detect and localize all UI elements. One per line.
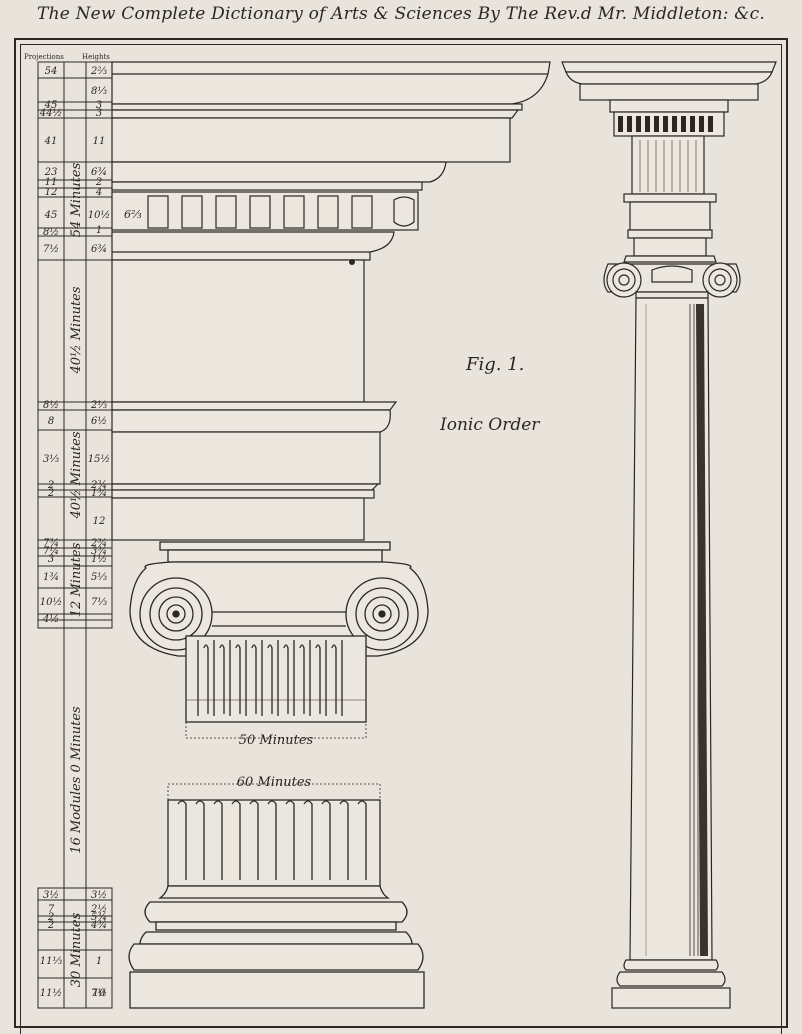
column-dentils	[618, 116, 713, 132]
label-40-minutes-top: 40½ Minutes	[69, 286, 84, 374]
ionic-base	[128, 799, 425, 1009]
projection-value: 2	[47, 480, 54, 491]
capital-flutes	[197, 640, 343, 716]
column-right-volute	[702, 262, 738, 298]
figure-label: Fig. 1.	[465, 354, 524, 375]
projection-values: 544544½41231112458½7½8½83⅓227¾7¼31¾10½4½…	[39, 66, 63, 999]
height-value: 10	[93, 988, 106, 999]
height-value: 5⅓	[91, 572, 107, 583]
width-60-dim	[167, 783, 381, 800]
projection-value: 8	[48, 416, 54, 427]
height-value: 2	[95, 177, 102, 188]
projection-value: 2	[47, 488, 54, 499]
inner-frame	[20, 44, 782, 1034]
height-value: 11	[93, 136, 106, 147]
column-left-volute	[606, 262, 642, 298]
label-60-minutes: 60 Minutes	[237, 775, 312, 790]
height-value: 12	[93, 516, 106, 527]
dentil-label: 6⅔	[124, 208, 142, 221]
ionic-capital	[129, 541, 429, 723]
height-value: 4¾	[90, 920, 107, 931]
label-12-minutes: 12 Minutes	[69, 542, 84, 617]
projection-value: 54	[45, 66, 58, 77]
projection-value: 45	[44, 210, 58, 221]
projection-value: 8½	[43, 400, 59, 411]
height-value: 8⅓	[91, 86, 107, 97]
projection-value: 3⅓	[43, 454, 59, 465]
projection-value: 4½	[42, 614, 59, 625]
label-40-minutes-mid: 40½ Minutes	[69, 431, 84, 519]
projection-value: 7	[48, 904, 55, 915]
height-value: 3¾	[91, 546, 107, 557]
order-label: Ionic Order	[439, 415, 540, 435]
height-value: 1	[96, 225, 102, 236]
entablature-labels: 6⅔	[124, 208, 142, 221]
plate-title: The New Complete Dictionary of Arts & Sc…	[37, 4, 765, 24]
height-value: 3	[96, 100, 102, 111]
height-values: 2⅔8⅓33116¾2410½16¾2⅓6½15½2¾1¾122¾3¾1½5⅓7…	[88, 66, 110, 999]
full-column	[561, 61, 777, 1009]
projection-value: 7¾	[43, 538, 59, 549]
shaft-flutes	[177, 800, 367, 880]
projection-value: 1¾	[43, 572, 59, 583]
projection-value: 11⅓	[40, 956, 63, 967]
height-value: 6½	[91, 416, 107, 427]
height-value: 2½	[90, 904, 107, 915]
projection-value: 3½	[43, 890, 59, 901]
projection-value: 8½	[43, 227, 59, 238]
projections-header: Projections	[24, 53, 64, 61]
label-54-minutes: 54 Minutes	[69, 162, 84, 237]
height-value: 1	[96, 956, 102, 967]
height-value: 3	[96, 108, 102, 119]
height-value: 2¾	[90, 538, 107, 549]
dentil-blocks	[147, 195, 373, 229]
projection-value: 7¼	[43, 546, 59, 557]
label-30-minutes: 30 Minutes	[69, 912, 84, 987]
entablature	[111, 61, 551, 541]
height-value: 7½	[91, 988, 107, 999]
width-50-dim	[185, 722, 367, 739]
height-value: 2⅓	[90, 400, 107, 411]
egg-ornament	[393, 196, 415, 227]
height-value: 6¾	[91, 167, 107, 178]
height-value: 3½	[91, 890, 107, 901]
projection-value: 23	[44, 167, 58, 178]
projection-value: 41	[44, 136, 58, 147]
projection-value: 11	[45, 177, 58, 188]
projection-value: 44½	[39, 108, 62, 119]
scale-headers: Projections Heights	[24, 53, 110, 61]
heights-header: Heights	[82, 53, 110, 61]
height-value: 15½	[88, 454, 110, 465]
vertical-minute-labels: 54 Minutes 40½ Minutes 40½ Minutes 12 Mi…	[69, 162, 84, 987]
label-50-minutes: 50 Minutes	[239, 733, 314, 748]
projection-value: 12	[45, 187, 58, 198]
height-value: 5¾	[91, 912, 107, 923]
projection-value: 45	[44, 100, 58, 111]
height-value: 4	[95, 187, 102, 198]
projection-value: 3	[48, 554, 54, 565]
projection-value: 2	[47, 920, 54, 931]
height-value: 6¾	[91, 244, 107, 255]
projection-value: 2	[47, 912, 54, 923]
projection-value: 7½	[43, 244, 59, 255]
height-value: 1¾	[91, 488, 107, 499]
label-16-modules: 16 Modules 0 Minutes	[69, 706, 84, 854]
height-value: 2⅔	[90, 66, 107, 77]
height-value: 2¾	[90, 480, 107, 491]
height-value: 7⅓	[91, 597, 107, 608]
projection-value: 10½	[40, 597, 62, 608]
projection-value: 11½	[40, 988, 62, 999]
height-value: 1½	[91, 554, 107, 565]
height-value: 10½	[88, 210, 110, 221]
